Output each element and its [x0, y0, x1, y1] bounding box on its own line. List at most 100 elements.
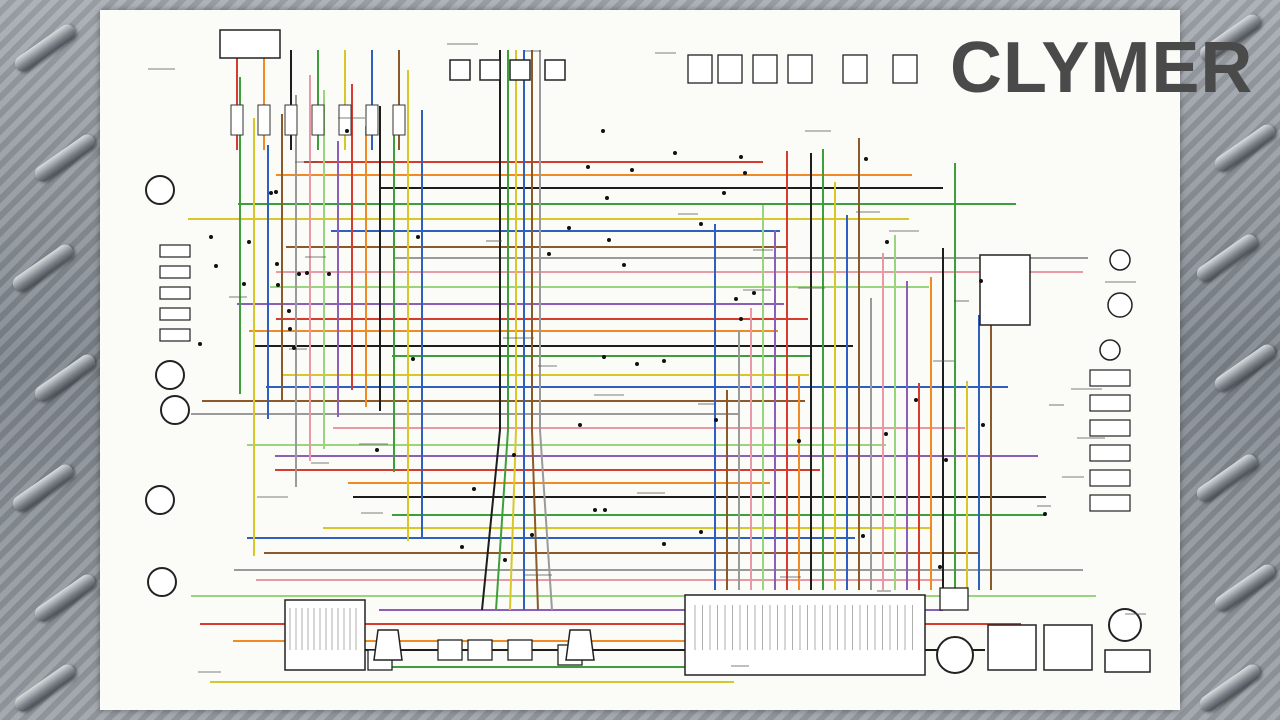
lamp-component [145, 485, 175, 515]
ignition-relay [987, 624, 1037, 671]
horn [373, 629, 403, 661]
junction-dot [673, 151, 677, 155]
wire [531, 50, 539, 611]
junction-dot [327, 272, 331, 276]
junction-dot [743, 171, 747, 175]
fuse [338, 104, 352, 136]
bottom-component [437, 639, 463, 661]
junction-dot [275, 262, 279, 266]
sensor-connector [752, 54, 778, 84]
junction-dot [914, 398, 918, 402]
lamp-component [155, 360, 185, 390]
junction-dot [739, 155, 743, 159]
junction-dot [981, 423, 985, 427]
bottom-component [467, 639, 493, 661]
fuse [284, 104, 298, 136]
junction-dot [288, 327, 292, 331]
junction-dot [601, 129, 605, 133]
tread-bump [11, 661, 79, 715]
junction-dot [662, 542, 666, 546]
wire [539, 50, 553, 611]
connector [159, 307, 191, 321]
junction-dot [292, 346, 296, 350]
junction-dot [530, 533, 534, 537]
tread-bump [9, 461, 77, 515]
voltage-regulator [939, 587, 969, 611]
wire [481, 50, 501, 611]
junction-dot [607, 238, 611, 242]
connector [159, 286, 191, 300]
junction-dot [635, 362, 639, 366]
sensor-connector [842, 54, 868, 84]
fuse [311, 104, 325, 136]
junction-dot [375, 448, 379, 452]
junction-dot [305, 271, 309, 275]
junction-dot [416, 235, 420, 239]
junction-dot [567, 226, 571, 230]
tread-bump [31, 571, 99, 625]
junction-dot [198, 342, 202, 346]
brand-logo: CLYMER [950, 28, 1254, 108]
junction-dot [630, 168, 634, 172]
junction-dot [699, 222, 703, 226]
bottom-component [507, 639, 533, 661]
right-connector [1089, 444, 1131, 462]
switch-connector [449, 59, 471, 81]
tread-bump [31, 351, 99, 405]
junction-dot [586, 165, 590, 169]
junction-dot [1043, 512, 1047, 516]
tread-bump [9, 241, 77, 295]
tread-bump [1211, 561, 1279, 615]
starter-motor [1108, 608, 1142, 642]
junction-dot [242, 282, 246, 286]
rear-horn [565, 629, 595, 661]
wiring-diagram-sheet: CLYMER [100, 10, 1252, 710]
junction-dot [276, 283, 280, 287]
junction-dot [578, 423, 582, 427]
lamp-component [145, 175, 175, 205]
battery [1104, 649, 1151, 673]
junction-dot [547, 252, 551, 256]
ecu-box [684, 594, 926, 676]
connector [159, 328, 191, 342]
junction-dot [247, 240, 251, 244]
junction-dot [622, 263, 626, 267]
tread-bump [1211, 341, 1279, 395]
tread-bump [1211, 121, 1279, 175]
right-connector [1089, 469, 1131, 487]
fuse [230, 104, 244, 136]
tread-bump [11, 21, 79, 75]
junction-dot [269, 191, 273, 195]
wiring-diagram [145, 29, 1151, 683]
fuse [365, 104, 379, 136]
junction-dot [864, 157, 868, 161]
junction-dot [297, 272, 301, 276]
wire [495, 50, 509, 611]
junction-dot [209, 235, 213, 239]
sensor-connector [717, 54, 743, 84]
junction-dot [460, 545, 464, 549]
wire [509, 50, 517, 611]
junction-dot [512, 453, 516, 457]
fuse [257, 104, 271, 136]
right-connector [1089, 369, 1131, 387]
junction-dot [739, 317, 743, 321]
junction-dot [714, 418, 718, 422]
junction-dot [752, 291, 756, 295]
junction-dot [472, 487, 476, 491]
junction-dot [938, 565, 942, 569]
junction-dot [345, 129, 349, 133]
junction-dot [861, 534, 865, 538]
right-connector [1089, 394, 1131, 412]
junction-dot [699, 530, 703, 534]
starter-relay [1043, 624, 1093, 671]
sensor-connector [687, 54, 713, 84]
junction-dot [722, 191, 726, 195]
left-rear-lamp [1099, 339, 1121, 361]
junction-dot [603, 508, 607, 512]
tread-bump [1196, 661, 1264, 715]
right-connector [1089, 494, 1131, 512]
lamp-component [160, 395, 190, 425]
switch-connector [479, 59, 501, 81]
junction-dot [593, 508, 597, 512]
